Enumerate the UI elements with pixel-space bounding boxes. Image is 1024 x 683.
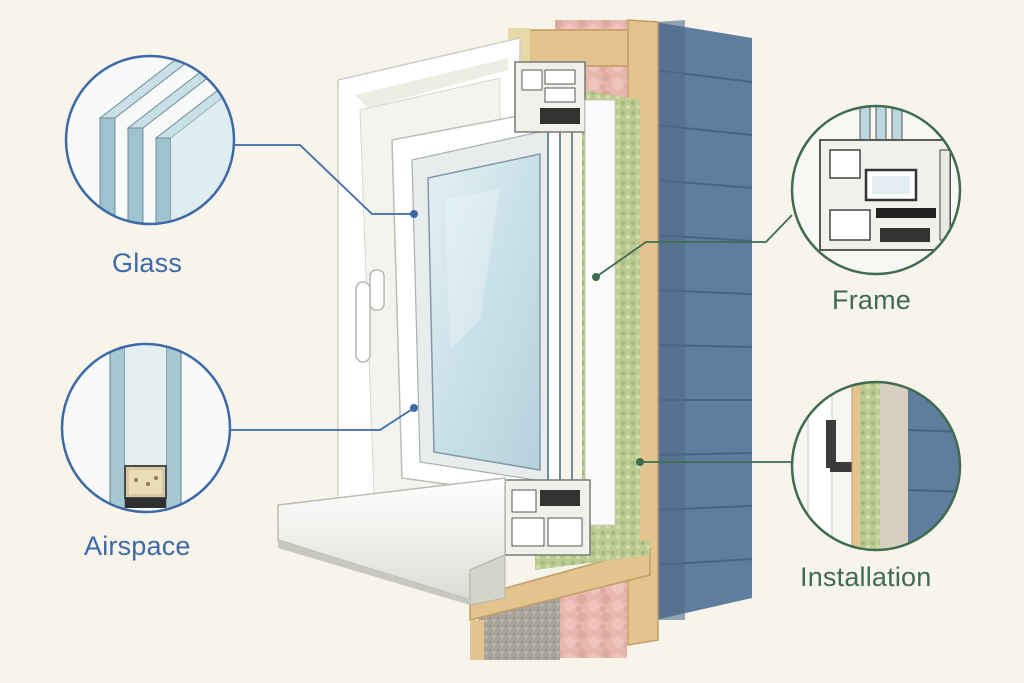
frame-label: Frame [832,285,912,315]
frame-profile-top [514,61,616,526]
frame-detail-circle [790,104,962,276]
glass-detail-circle [64,54,236,226]
frame-profile-bottom [504,479,591,556]
glass-pane [427,153,541,471]
airspace-leader-line [230,407,415,431]
installation-detail-circle [790,380,962,552]
glass-label: Glass [112,248,183,278]
installation-label: Installation [800,562,932,592]
window-unit [277,37,616,606]
airspace-label: Airspace [84,531,191,561]
airspace-detail-circle [60,342,232,514]
glass-leader-line [234,144,414,215]
window-handle [355,269,385,363]
frame-leader-line [595,214,793,278]
